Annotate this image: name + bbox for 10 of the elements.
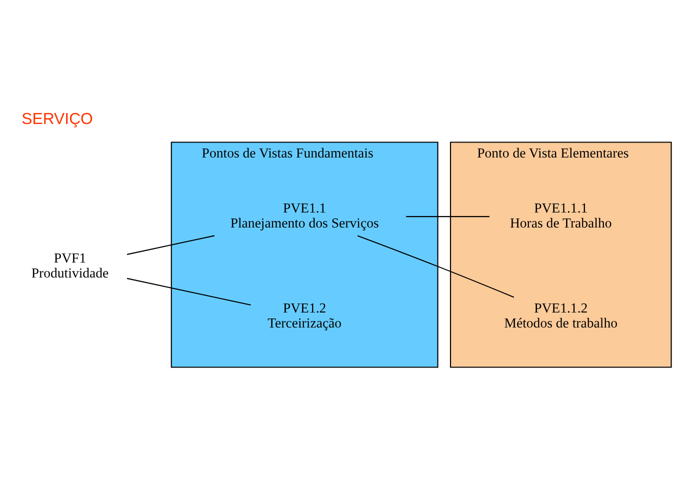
connector [406,216,490,218]
node-text: PVE1.1.1 Horas de Trabalho [510,200,612,231]
node-text: PVF1 Produtividade [31,250,109,280]
connector [357,235,514,298]
connector [126,235,215,255]
connector [126,278,251,306]
node-text: PVE1.2 Terceirização [268,300,342,330]
diagram-title: SERVIÇO [22,111,93,128]
node-text: PVE1.1.2 Métodos de trabalho [504,300,618,330]
node-text: PVE1.1 Planejamento dos Serviços [230,200,379,231]
